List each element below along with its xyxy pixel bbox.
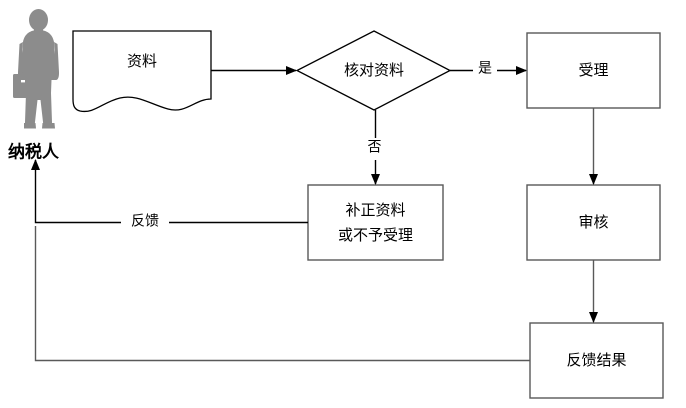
- node-documents-label: 资料: [127, 53, 157, 70]
- node-verify: 核对资料: [295, 30, 452, 111]
- edge-label-yes: 是: [478, 60, 492, 76]
- node-review-label: 审核: [578, 214, 608, 231]
- edge-label-no: 否: [368, 139, 382, 155]
- node-verify-label: 核对资料: [344, 62, 404, 79]
- node-correct-label-line2: 或不予受理: [338, 227, 413, 244]
- edge-label-feedback: 反馈: [131, 213, 159, 229]
- person-with-briefcase-icon: [13, 9, 60, 129]
- node-result: 反馈结果: [529, 322, 664, 399]
- node-accept: 受理: [526, 32, 661, 109]
- edge-result-feedback: [34, 226, 530, 362]
- edge-correct-feedback: [31, 159, 308, 224]
- node-correct-label-line1: 补正资料: [345, 202, 405, 219]
- node-documents: 资料: [72, 30, 212, 113]
- node-accept-label: 受理: [578, 62, 608, 79]
- node-review: 审核: [526, 184, 661, 261]
- actor-label: 纳税人: [8, 141, 60, 161]
- node-result-label: 反馈结果: [566, 352, 626, 369]
- node-correct: 补正资料 或不予受理: [307, 184, 444, 261]
